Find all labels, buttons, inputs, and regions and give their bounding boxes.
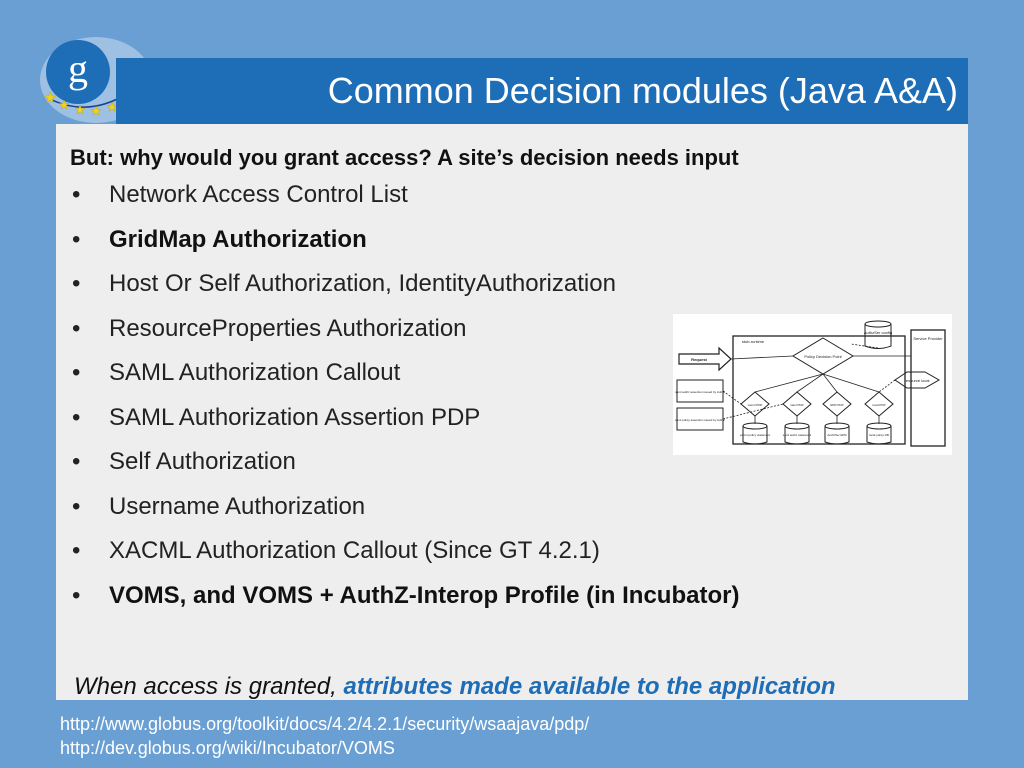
slide-title: Common Decision modules (Java A&A) — [327, 70, 958, 111]
bullet-dot: • — [72, 181, 81, 208]
bullet-dot: • — [72, 403, 81, 431]
bullet-dot: • — [72, 537, 81, 564]
content-area: But: why would you grant access? A site’… — [56, 124, 968, 700]
bullet-dot: • — [72, 270, 81, 297]
closing-lead: When access is granted, — [74, 673, 344, 700]
bullet-dot: • — [72, 225, 81, 253]
diagram-label-xacml-policy: xacml policy statement — [740, 433, 771, 437]
intro-text: But: why would you grant access? A site’… — [70, 145, 739, 170]
diagram-label-resource-local: resource local — [905, 378, 930, 383]
bullet-text: Username Authorization — [109, 492, 366, 520]
bullet-dot: • — [72, 492, 81, 520]
logo-letter: g — [68, 46, 88, 91]
diagram-label-saml-authz-statement: saml authz statement — [783, 433, 812, 437]
closing-highlight: attributes made available to the applica… — [343, 673, 836, 700]
bullet-text: XACML Authorization Callout (Since GT 4.… — [109, 537, 600, 564]
bullet-text: GridMap Authorization — [109, 225, 367, 253]
diagram-label-pdp-point: Policy Decision Point — [804, 354, 842, 359]
diagram-label-saml-pdp: saml PDP — [790, 403, 803, 407]
diagram-label-stub-runtime: stub-runtime — [742, 339, 765, 344]
bullet-text: Host Or Self Authorization, IdentityAuth… — [109, 270, 616, 297]
bullet-dot: • — [72, 314, 81, 342]
diagram-label-saml-authz: saml authz assertion issued by AuthZ — [675, 390, 725, 394]
diagram-label-authz-config: AuthzSer config — [864, 330, 892, 335]
diagram-label-saml-policy: saml policy assertion issued by AuthZ — [675, 418, 725, 422]
diagram-label-service-provider: Service Provider — [913, 336, 943, 341]
title-bar: Common Decision modules (Java A&A) — [116, 58, 968, 124]
bullet-dot: • — [72, 581, 81, 609]
bullet-text: Self Authorization — [109, 448, 296, 475]
diagram-label-xacml-pdp: xacml PDP — [748, 403, 763, 407]
reference-links: http://www.globus.org/toolkit/docs/4.2/4… — [60, 712, 589, 760]
diagram-label-local-pdp: local PDP — [872, 403, 885, 407]
bullet-dot: • — [72, 359, 81, 386]
diagram-label-request: Request — [691, 357, 707, 362]
bullet-dot: • — [72, 448, 81, 475]
diagram-label-epr-pdp: EPR PDP — [830, 403, 843, 407]
architecture-diagram: Request stub-runtime Service Provider Po… — [673, 314, 952, 455]
diagram-label-local-policy-db: local policy DB — [869, 433, 889, 437]
bullet-text: Network Access Control List — [109, 181, 408, 208]
bullet-text: ResourceProperties Authorization — [109, 314, 467, 342]
reference-link[interactable]: http://www.globus.org/toolkit/docs/4.2/4… — [60, 714, 590, 734]
bullet-text: VOMS, and VOMS + AuthZ-Interop Profile (… — [109, 581, 740, 609]
bullet-text: SAML Authorization Callout — [109, 359, 401, 386]
bullet-text: SAML Authorization Assertion PDP — [109, 403, 481, 431]
diagram-label-authz-epr: AuthzSer EPR — [827, 433, 847, 437]
closing-text: When access is granted, attributes made … — [74, 673, 836, 701]
reference-link[interactable]: http://dev.globus.org/wiki/Incubator/VOM… — [60, 738, 395, 758]
